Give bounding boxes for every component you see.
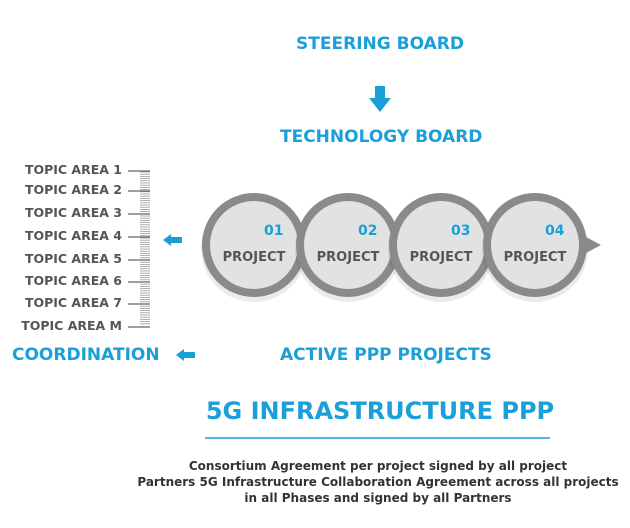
topic-area-label: TOPIC AREA 3 xyxy=(24,205,122,220)
coordination-label: COORDINATION xyxy=(12,345,160,365)
topic-area-label: TOPIC AREA 2 xyxy=(24,182,122,197)
project-number: 01 xyxy=(264,223,284,239)
project-circle xyxy=(201,193,320,302)
topic-area-label: TOPIC AREA 5 xyxy=(24,251,122,266)
left-arrow-icon xyxy=(176,349,195,361)
topic-area-label: TOPIC AREA 4 xyxy=(24,228,122,243)
topic-area-label: TOPIC AREA 7 xyxy=(24,295,122,310)
main-title: 5G INFRASTRUCTURE PPP xyxy=(205,397,555,425)
project-number: 03 xyxy=(451,223,471,239)
footer-line: Consortium Agreement per project signed … xyxy=(188,459,568,473)
active-projects-label: ACTIVE PPP PROJECTS xyxy=(280,345,492,365)
project-chain xyxy=(201,193,601,302)
topic-area-label: TOPIC AREA M xyxy=(21,318,122,333)
footer-line: Partners 5G Infrastructure Collaboration… xyxy=(137,475,619,489)
left-arrow-icon xyxy=(163,234,182,246)
steering-board: STEERING BOARD xyxy=(296,34,464,54)
technology-board: TECHNOLOGY BOARD xyxy=(280,127,483,147)
project-number: 02 xyxy=(358,223,378,239)
footer-line: in all Phases and signed by all Partners xyxy=(244,491,512,505)
project-label: PROJECT xyxy=(222,250,286,265)
topic-area-label: TOPIC AREA 1 xyxy=(24,162,122,177)
project-label: PROJECT xyxy=(503,250,567,265)
down-arrow-icon xyxy=(369,86,391,112)
project-circle xyxy=(482,193,601,302)
topic-area-label: TOPIC AREA 6 xyxy=(24,273,122,288)
project-label: PROJECT xyxy=(409,250,473,265)
project-circle xyxy=(388,193,507,302)
project-number: 04 xyxy=(545,223,565,239)
project-label: PROJECT xyxy=(316,250,380,265)
ruler-scale xyxy=(128,170,150,328)
